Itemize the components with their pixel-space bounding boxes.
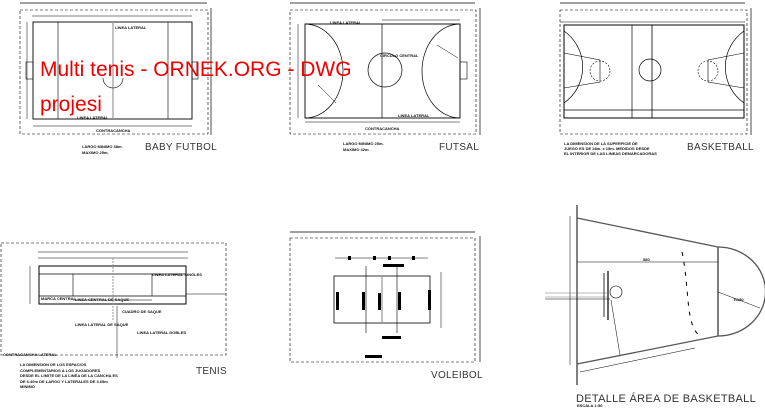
basketball-note-1: LA DIMENSION DE LA SUPERFICIE DE — [564, 141, 638, 146]
title-futsal: FUTSAL — [439, 142, 480, 153]
tenis-court — [0, 242, 227, 358]
detalle-basketball-area — [545, 205, 765, 385]
basketball-note-3: EL INTERIOR DE LAS LINEAS DEMARCADORAS — [564, 151, 657, 156]
basketball-court — [559, 2, 752, 135]
futsal-note-1: LARGO MINIMO 25m. — [343, 141, 384, 146]
title-detalle-basketball: DETALLE ÁREA DE BASKETBALL — [576, 393, 757, 405]
detalle-length-dim: 580 — [643, 257, 650, 262]
futsal-court — [289, 2, 481, 135]
watermark-line-2: projesi — [40, 93, 102, 116]
baby-futbol-note-2: MAXIMO 25m. — [82, 150, 109, 155]
detalle-radius-dim: R180 — [734, 297, 744, 302]
tenis-lateral-singles: LINEA LATERAL SINGLES — [152, 272, 202, 277]
title-voleibol: VOLEIBOL — [431, 370, 483, 381]
tenis-cuadro-saque: CUADRO DE SAQUE — [122, 309, 162, 314]
title-basketball: BASKETBALL — [687, 142, 754, 153]
voleibol-court — [289, 231, 481, 363]
tenis-note-2: COMPLEMENTARIOS A LOS JUGADORES — [20, 368, 101, 373]
tenis-contracancha: CONTRACANCHA LATERAL — [3, 352, 57, 357]
baby-futbol-lateral-top: LINEA LATERAL — [115, 25, 147, 30]
tenis-note-1: LA DIMENSION DE LOS ESPACIOS — [20, 362, 87, 367]
baby-futbol-contracancha: CONTRACANCHA — [96, 128, 131, 133]
baby-futbol-note-1: LARGO MINIMO 38m. — [82, 144, 123, 149]
tenis-lateral-doubles: LINEA LATERAL DOBLES — [137, 330, 187, 335]
futsal-circulo: CIRCULO CENTRAL — [380, 53, 419, 58]
futsal-note-2: MAXIMO 42m. — [343, 147, 370, 152]
futsal-lateral-bottom: LINEA LATERAL — [398, 113, 430, 118]
title-baby-futbol: BABY FUTBOL — [145, 142, 218, 153]
tenis-note-3: DESDE EL LIMITE DE LA LINEA DE LA CANCHA… — [20, 373, 118, 378]
tenis-note-5: MINIMO — [20, 384, 35, 389]
futsal-lateral-top: LINEA LATERAL — [330, 20, 362, 25]
futsal-contracancha: CONTRACANCHA — [365, 126, 400, 131]
tenis-marca-central: MARCA CENTRAL — [41, 296, 76, 301]
scale-label: ESCALA 1:50 — [577, 403, 603, 408]
tenis-linea-lateral-saque: LINEA LATERAL DE SAQUE — [75, 322, 129, 327]
basketball-note-2: JUEGO ES DE 28m. x 15m. MEDIDOS DESDE — [564, 146, 650, 151]
baby-futbol-court — [19, 2, 212, 135]
baby-futbol-lateral-bottom: LINEA LATERAL — [77, 115, 109, 120]
watermark-line-1: Multi tenis - ORNEK.ORG - DWG — [40, 58, 352, 81]
tenis-linea-central-saque: LINEA CENTRAL DE SAQUE — [75, 297, 130, 302]
title-tenis: TENIS — [196, 366, 227, 377]
tenis-note-4: DE 6.40m DE LARGO Y LATERALES DE 3.65m — [20, 379, 108, 384]
